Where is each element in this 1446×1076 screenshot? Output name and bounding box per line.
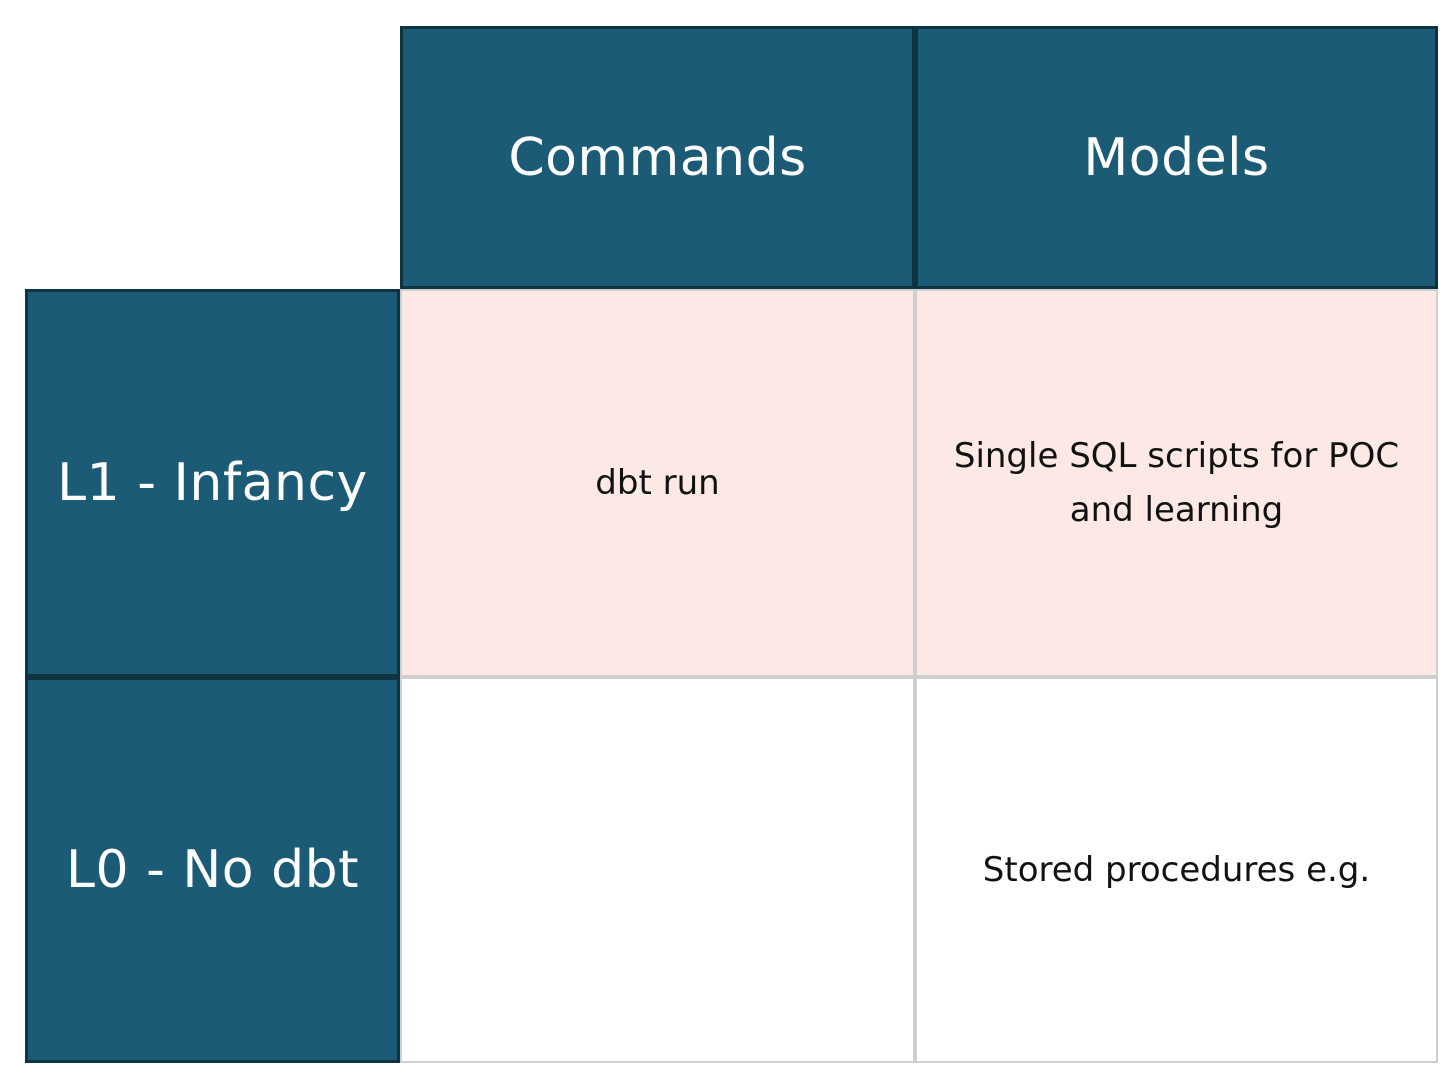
column-header-commands-label: Commands [508,127,807,188]
row-header-l1-infancy-label: L1 - Infancy [57,453,368,513]
cell-l0-commands [400,677,915,1063]
corner-spacer [25,26,400,289]
cell-l1-commands: dbt run [400,289,915,677]
column-header-models: Models [915,26,1438,289]
cell-l0-models-text: Stored procedures e.g. [982,849,1371,890]
cell-l1-commands-text: dbt run [595,462,720,503]
cell-l0-models: Stored procedures e.g. [915,677,1438,1063]
column-header-commands: Commands [400,26,915,289]
row-header-l1-infancy: L1 - Infancy [25,289,400,677]
column-header-models-label: Models [1083,127,1270,188]
cell-l1-models-text: Single SQL scripts for POC and learning [953,435,1400,530]
cell-l1-models: Single SQL scripts for POC and learning [915,289,1438,677]
row-header-l0-no-dbt-label: L0 - No dbt [65,840,360,900]
row-header-l0-no-dbt: L0 - No dbt [25,677,400,1063]
maturity-table: Commands Models L1 - Infancy dbt run Sin… [25,26,1438,1063]
